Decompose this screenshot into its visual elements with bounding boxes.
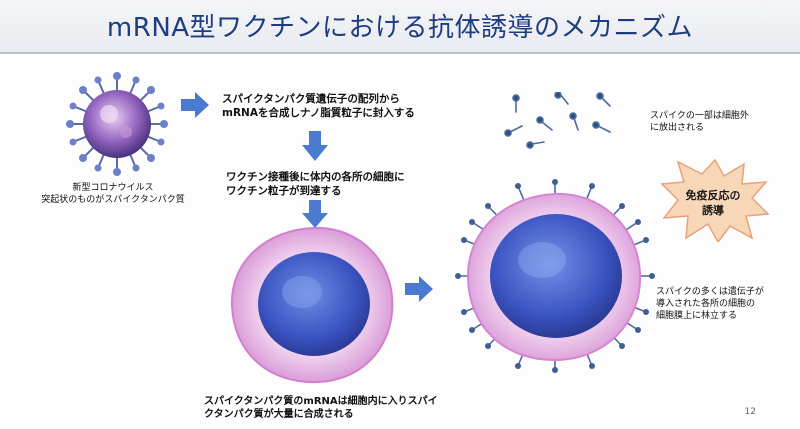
- release-note-line1: スパイクの一部は細胞外: [650, 111, 749, 121]
- virus-caption-line2: 突起状のものがスパイクタンパク質: [41, 195, 185, 205]
- down-arrow-icon: [302, 200, 328, 228]
- page-title: mRNA型ワクチンにおける抗体誘導のメカニズム: [106, 13, 694, 43]
- immune-text: 免疫反応の 誘導: [676, 188, 750, 218]
- spiked-cell-image: [455, 179, 655, 373]
- cell-image: [230, 226, 394, 384]
- immune-burst-shape: [660, 158, 770, 242]
- released-spikes-image: [504, 92, 611, 149]
- step1-text: スパイクタンパク質遺伝子の配列から mRNAを合成しナノ脂質粒子に封入する: [222, 92, 482, 120]
- page-number: 12: [744, 407, 756, 417]
- virus-caption: 新型コロナウイルス 突起状のものがスパイクタンパク質: [30, 182, 196, 206]
- surface-note: スパイクの多くは遺伝子が 導入された各所の細胞の 細胞膜上に林立する: [656, 286, 796, 322]
- immune-line1: 免疫反応の: [685, 189, 741, 202]
- step2-line2: ワクチン粒子が到達する: [226, 185, 342, 197]
- right-arrow-icon: [405, 276, 433, 302]
- surface-note-line2: 導入された各所の細胞の: [656, 299, 756, 309]
- down-arrow-icon: [302, 131, 328, 161]
- step1-line2: mRNAを合成しナノ脂質粒子に封入する: [222, 107, 415, 119]
- surface-note-line3: 細胞膜上に林立する: [656, 311, 738, 321]
- step3-line2: クタンパク質が大量に合成される: [204, 409, 354, 420]
- release-note: スパイクの一部は細胞外 に放出される: [650, 110, 790, 134]
- virus-image: [66, 72, 168, 176]
- immune-line2: 誘導: [702, 204, 724, 217]
- step2-text: ワクチン接種後に体内の各所の細胞に ワクチン粒子が到達する: [226, 170, 466, 198]
- right-arrow-icon: [181, 92, 209, 118]
- step1-line1: スパイクタンパク質遺伝子の配列から: [222, 93, 400, 105]
- step2-line1: ワクチン接種後に体内の各所の細胞に: [226, 171, 405, 183]
- step3-text: スパイクタンパク質のmRNAは細胞内に入りスパイ クタンパク質が大量に合成される: [204, 395, 484, 421]
- virus-caption-line1: 新型コロナウイルス: [72, 183, 154, 193]
- release-note-line2: に放出される: [650, 123, 705, 133]
- surface-note-line1: スパイクの多くは遺伝子が: [656, 287, 764, 297]
- title-band: [0, 0, 800, 54]
- step3-line1: スパイクタンパク質のmRNAは細胞内に入りスパイ: [204, 396, 438, 407]
